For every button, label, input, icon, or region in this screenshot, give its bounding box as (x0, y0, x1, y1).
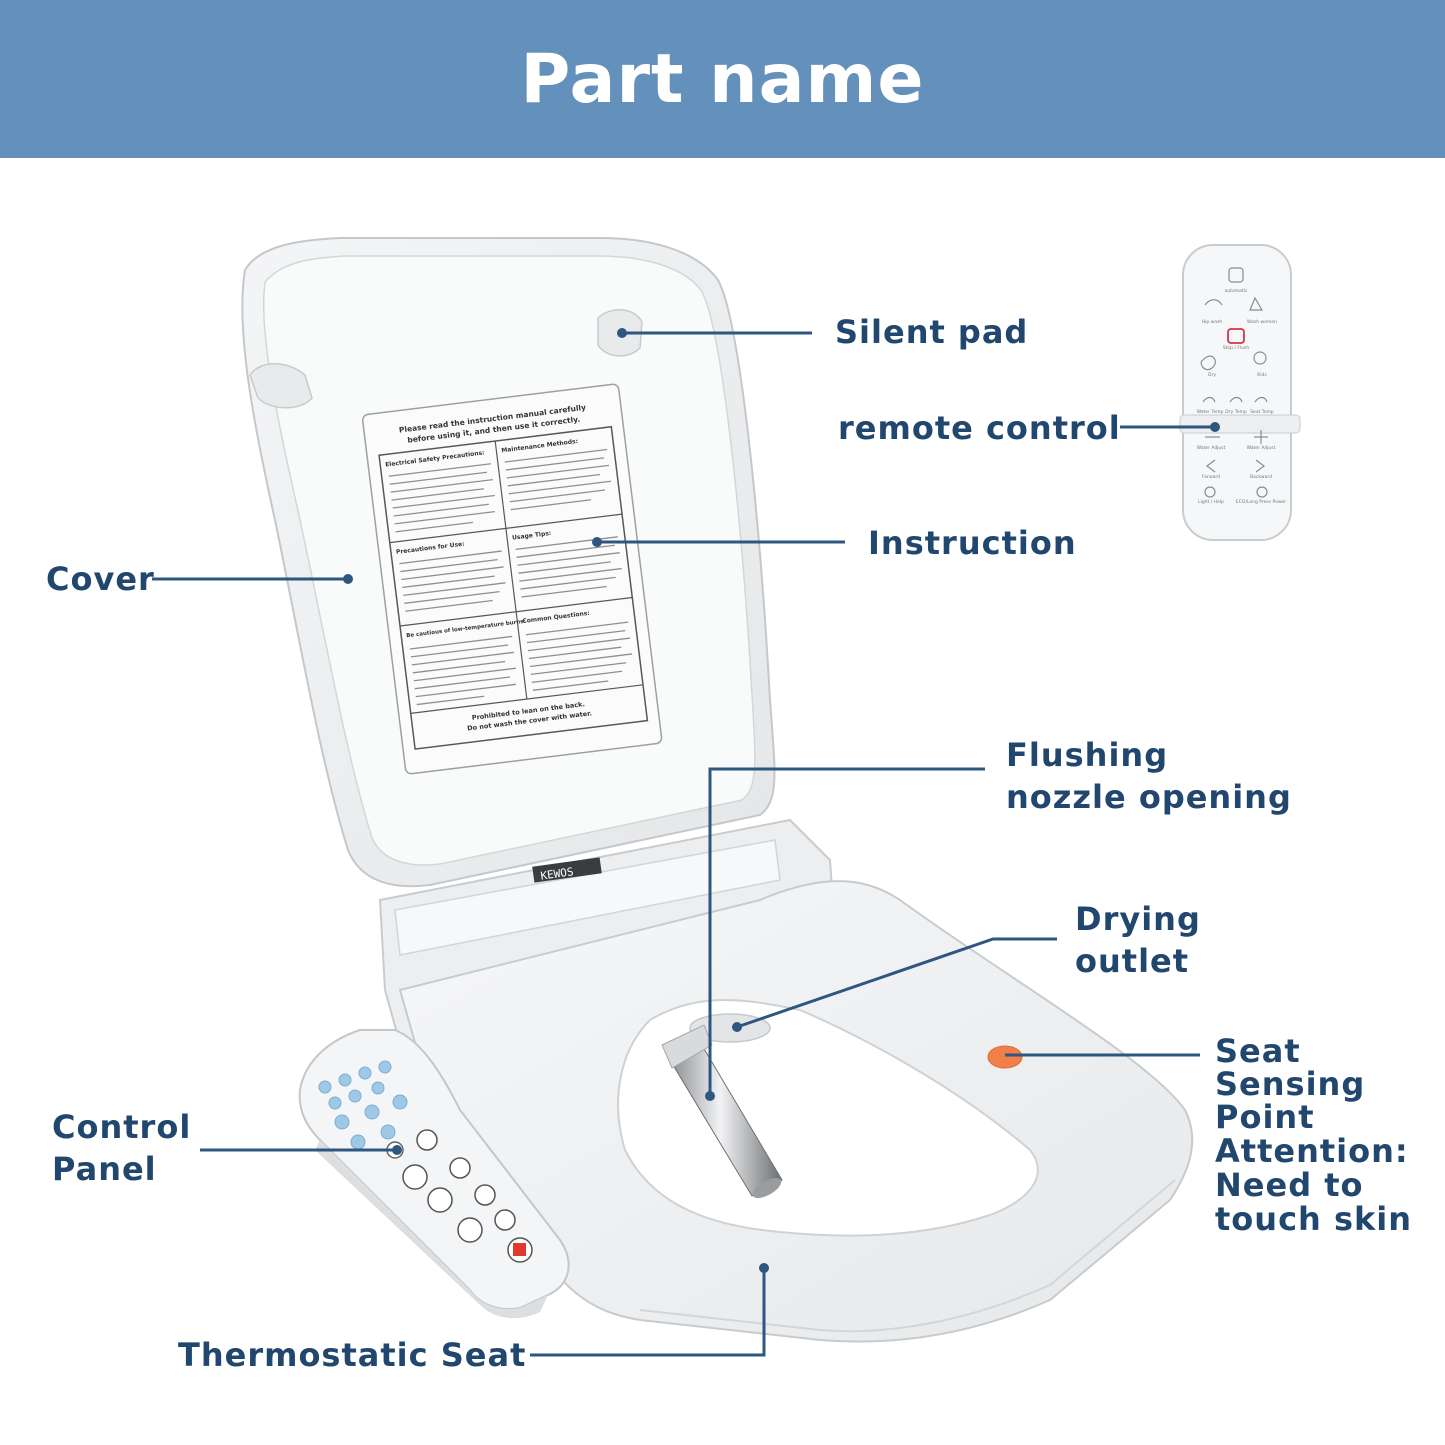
remote-stop-icon (1227, 328, 1245, 344)
remote-label-water-temp: Water Temp (1197, 409, 1224, 415)
sticker-section-4: Usage Tips: (512, 530, 552, 542)
remote-label-light: Light / Help (1198, 499, 1224, 505)
label-remote-control: remote control (838, 409, 1121, 447)
remote-label-women: Wash women (1247, 319, 1277, 325)
page-title: Part name (520, 39, 925, 119)
instruction-sticker: Please read the instruction manual caref… (361, 383, 663, 775)
label-flushing-1: Flushing (1006, 736, 1169, 774)
seat-sensor-icon (987, 1045, 1023, 1069)
stop-button-icon (513, 1243, 526, 1256)
label-drying-1: Drying (1075, 900, 1201, 938)
label-silent-pad: Silent pad (835, 313, 1029, 351)
label-instruction: Instruction (868, 524, 1077, 562)
brand-tag-text: KEWOS (540, 865, 575, 882)
remote-label-kids: Kids (1257, 372, 1267, 378)
label-seat-3: Point (1215, 1098, 1315, 1136)
label-control-1: Control (52, 1108, 192, 1146)
label-flushing-2: nozzle opening (1006, 778, 1292, 816)
remote-label-water-adjust-1: Water Adjust (1197, 445, 1226, 451)
label-seat-1: Seat (1215, 1032, 1301, 1070)
label-seat-2: Sensing (1215, 1065, 1366, 1103)
remote-label-dry: Dry (1208, 372, 1216, 378)
brand-tag (532, 857, 602, 883)
remote-label-hip: Hip wash (1202, 319, 1223, 325)
silent-pad-left (249, 362, 313, 409)
remote-label-forward: Forward (1202, 474, 1220, 480)
remote-label-dry-temp: Dry Temp (1225, 409, 1247, 415)
label-seat-5: Need to (1215, 1166, 1364, 1204)
label-control-2: Panel (52, 1150, 157, 1188)
leader-lines (152, 331, 1215, 1357)
label-seat-6: touch skin (1215, 1200, 1413, 1238)
remote-label-water-adjust-2: Water Adjust (1247, 445, 1276, 451)
remote-control: automatic Hip wash Wash women Stop / Flu… (1179, 244, 1301, 541)
label-seat-4: Attention: (1215, 1132, 1409, 1170)
remote-label-eco: ECO/Long Press Power (1236, 499, 1286, 505)
remote-label-automatic: automatic (1225, 288, 1248, 294)
nozzle (661, 1024, 783, 1199)
remote-label-stop: Stop / Flush (1223, 345, 1250, 351)
remote-label-seat-temp: Seat Temp (1250, 409, 1274, 415)
label-cover: Cover (46, 560, 155, 598)
label-thermostatic: Thermostatic Seat (178, 1336, 527, 1374)
label-drying-2: outlet (1075, 942, 1190, 980)
title-banner: Part name (0, 0, 1445, 158)
remote-label-backward: Backward (1250, 474, 1272, 480)
leader-dots (343, 328, 1220, 1273)
